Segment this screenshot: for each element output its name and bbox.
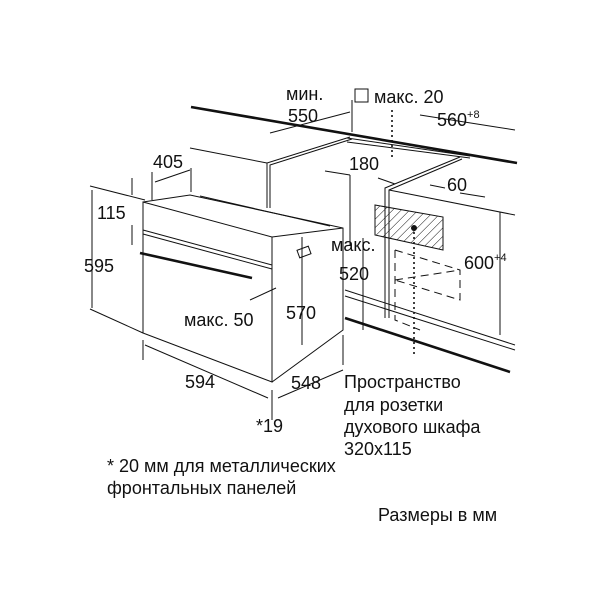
footnote-line: фронтальных панелей [107, 478, 296, 498]
label-570: 570 [286, 303, 316, 323]
tolerance-600: +4 [494, 252, 507, 264]
label-max: макс. [331, 235, 375, 255]
label-548: 548 [291, 373, 321, 393]
square-icon [354, 88, 369, 103]
label-595: 595 [84, 256, 114, 276]
dimension-lines [89, 100, 516, 420]
socket-dot [411, 225, 417, 231]
socket-note-line: 320x115 [344, 439, 412, 459]
socket-note-line: духового шкафа [344, 417, 481, 437]
socket-note-line: Пространство [344, 372, 461, 392]
socket-area [374, 110, 461, 355]
label-max-20: макс. 20 [374, 87, 444, 107]
label-550: 550 [288, 106, 318, 126]
label-19: *19 [256, 416, 283, 436]
label-520: 520 [339, 264, 369, 284]
units-note: Размеры в мм [378, 505, 497, 525]
cabinet-outline [189, 136, 516, 374]
label-180: 180 [349, 154, 379, 174]
value-600: 600 [464, 253, 494, 273]
label-560: 560+8 [437, 109, 480, 130]
socket-note-line: для розетки [344, 395, 443, 415]
label-max-50: макс. 50 [184, 310, 254, 330]
label-115: 115 [97, 203, 126, 223]
label-600: 600+4 [464, 252, 507, 273]
oven-bracket [296, 245, 312, 259]
oven-handle [139, 251, 253, 280]
tolerance-560: +8 [467, 109, 480, 121]
countertop [190, 105, 518, 165]
oven [139, 194, 344, 383]
label-60: 60 [447, 175, 467, 195]
footnote-line: * 20 мм для металлических [107, 456, 336, 476]
value-560: 560 [437, 110, 467, 130]
label-405: 405 [153, 152, 183, 172]
label-min: мин. [286, 84, 323, 104]
label-594: 594 [185, 372, 215, 392]
